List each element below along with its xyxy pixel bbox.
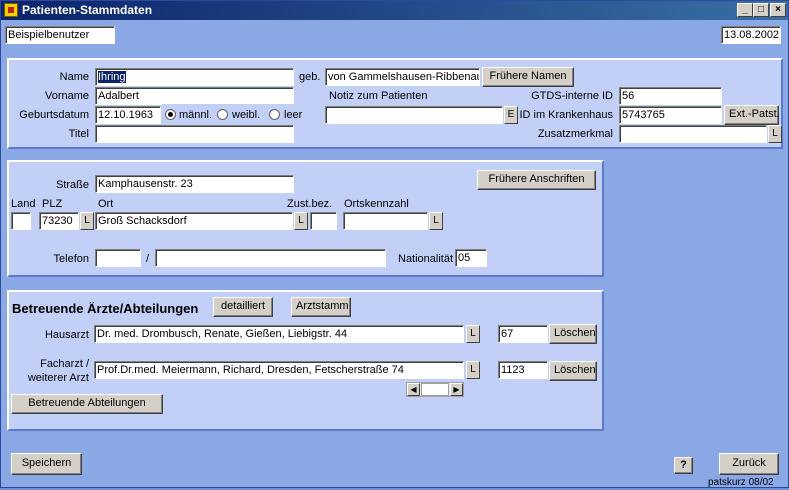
city-label: Ort — [98, 198, 114, 210]
area-code-lookup-button[interactable]: L — [429, 212, 443, 230]
nationality-input[interactable]: 05 — [455, 249, 487, 267]
sex-male-label: männl. — [179, 109, 213, 121]
street-input[interactable]: Kamphausenstr. 23 — [95, 175, 294, 193]
sex-radio-group — [162, 104, 306, 124]
sex-female-label: weibl. — [232, 109, 261, 121]
scroll-right-icon[interactable]: ▶ — [450, 383, 463, 396]
family-doctor-delete-button[interactable]: Löschen — [549, 324, 597, 344]
city-lookup-button[interactable]: L — [294, 212, 308, 230]
doctors-heading: Betreuende Ärzte/Abteilungen — [12, 301, 199, 316]
extra-attribute-label: Zusatzmerkmal — [537, 128, 613, 140]
geb-label: geb. — [299, 71, 321, 83]
specialist-delete-button[interactable]: Löschen — [549, 361, 597, 381]
user-field[interactable]: Beispielbenutzer — [5, 26, 115, 44]
zip-label: PLZ — [42, 198, 63, 210]
gtds-id-field[interactable]: 56 — [619, 87, 722, 105]
help-button[interactable]: ? — [674, 457, 693, 474]
specialist-label-line2: weiterer Arzt — [27, 372, 89, 384]
hospital-id-label: ID im Krankenhaus — [519, 109, 613, 121]
version-label: patskurz 08/02 — [708, 477, 774, 488]
note-input[interactable] — [325, 106, 503, 124]
name-input[interactable]: Ihring — [95, 68, 294, 86]
name-value: Ihring — [98, 71, 126, 83]
scroll-thumb[interactable] — [421, 383, 449, 396]
family-doctor-lookup-button[interactable]: L — [466, 325, 480, 343]
extra-attribute-lookup-button[interactable]: L — [768, 125, 782, 143]
specialist-lookup-button[interactable]: L — [466, 361, 480, 379]
save-button[interactable]: Speichern — [11, 453, 82, 475]
phone-prefix-input[interactable] — [95, 249, 141, 267]
close-icon[interactable]: × — [770, 3, 786, 17]
country-input[interactable] — [11, 212, 31, 230]
app-icon — [4, 3, 18, 17]
district-input[interactable] — [310, 212, 337, 230]
minimize-icon[interactable]: _ — [737, 3, 753, 17]
detailed-button[interactable]: detailliert — [213, 297, 273, 317]
scroll-left-icon[interactable]: ◀ — [407, 383, 420, 396]
previous-names-button[interactable]: Frühere Namen — [482, 67, 574, 87]
country-label: Land — [11, 198, 36, 210]
birthdate-label: Geburtsdatum — [19, 109, 89, 121]
note-edit-button[interactable]: E — [504, 106, 518, 124]
extra-attribute-input[interactable] — [619, 125, 767, 143]
zip-input[interactable]: 73230 — [39, 212, 79, 230]
birthname-input[interactable]: von Gammelshausen-Ribbenau — [325, 68, 480, 86]
area-code-input[interactable] — [343, 212, 428, 230]
sex-empty-radio[interactable] — [269, 109, 280, 120]
vorname-label: Vorname — [44, 90, 89, 102]
family-doctor-label: Hausarzt — [44, 329, 89, 341]
phone-number-input[interactable] — [155, 249, 386, 267]
area-code-label: Ortskennzahl — [344, 198, 409, 210]
hospital-id-field[interactable]: 5743765 — [619, 106, 722, 124]
maximize-icon[interactable]: □ — [753, 3, 769, 17]
title-bar[interactable]: Patienten-Stammdaten _ □ × — [1, 1, 788, 20]
ext-patst-button[interactable]: Ext.-Patst. — [724, 105, 780, 125]
district-label: Zust.bez. — [287, 198, 333, 210]
previous-addresses-button[interactable]: Frühere Anschriften — [477, 170, 596, 190]
window-title: Patienten-Stammdaten — [22, 3, 153, 17]
specialist-scrollbar[interactable]: ◀ ▶ — [406, 382, 464, 397]
specialist-id-field[interactable]: 1123 — [498, 361, 548, 379]
phone-separator: / — [146, 253, 150, 265]
firstname-input[interactable]: Adalbert — [95, 87, 294, 105]
street-label: Straße — [55, 179, 89, 191]
birthdate-input[interactable]: 12.10.1963 — [95, 106, 161, 124]
family-doctor-input[interactable]: Dr. med. Drombusch, Renate, Gießen, Lieb… — [94, 325, 464, 343]
departments-button[interactable]: Betreuende Abteilungen — [11, 394, 163, 414]
doctor-master-button[interactable]: Arztstamm — [291, 297, 351, 317]
zip-lookup-button[interactable]: L — [80, 212, 94, 230]
date-field[interactable]: 13.08.2002 — [721, 26, 781, 44]
nationality-label: Nationalität — [398, 253, 454, 265]
gtds-id-label: GTDS-interne ID — [531, 90, 613, 102]
name-label: Name — [59, 71, 89, 83]
title-input[interactable] — [95, 125, 294, 143]
specialist-label-line1: Facharzt / — [40, 358, 89, 370]
back-button[interactable]: Zurück — [719, 453, 779, 475]
sex-male-radio[interactable] — [165, 109, 176, 120]
city-input[interactable]: Groß Schacksdorf — [95, 212, 293, 230]
specialist-input[interactable]: Prof.Dr.med. Meiermann, Richard, Dresden… — [94, 361, 464, 379]
family-doctor-id-field[interactable]: 67 — [498, 325, 548, 343]
title-label: Titel — [68, 128, 89, 140]
sex-female-radio[interactable] — [217, 109, 228, 120]
note-label: Notiz zum Patienten — [329, 90, 428, 102]
phone-label: Telefon — [53, 253, 89, 265]
sex-empty-label: leer — [284, 109, 303, 121]
